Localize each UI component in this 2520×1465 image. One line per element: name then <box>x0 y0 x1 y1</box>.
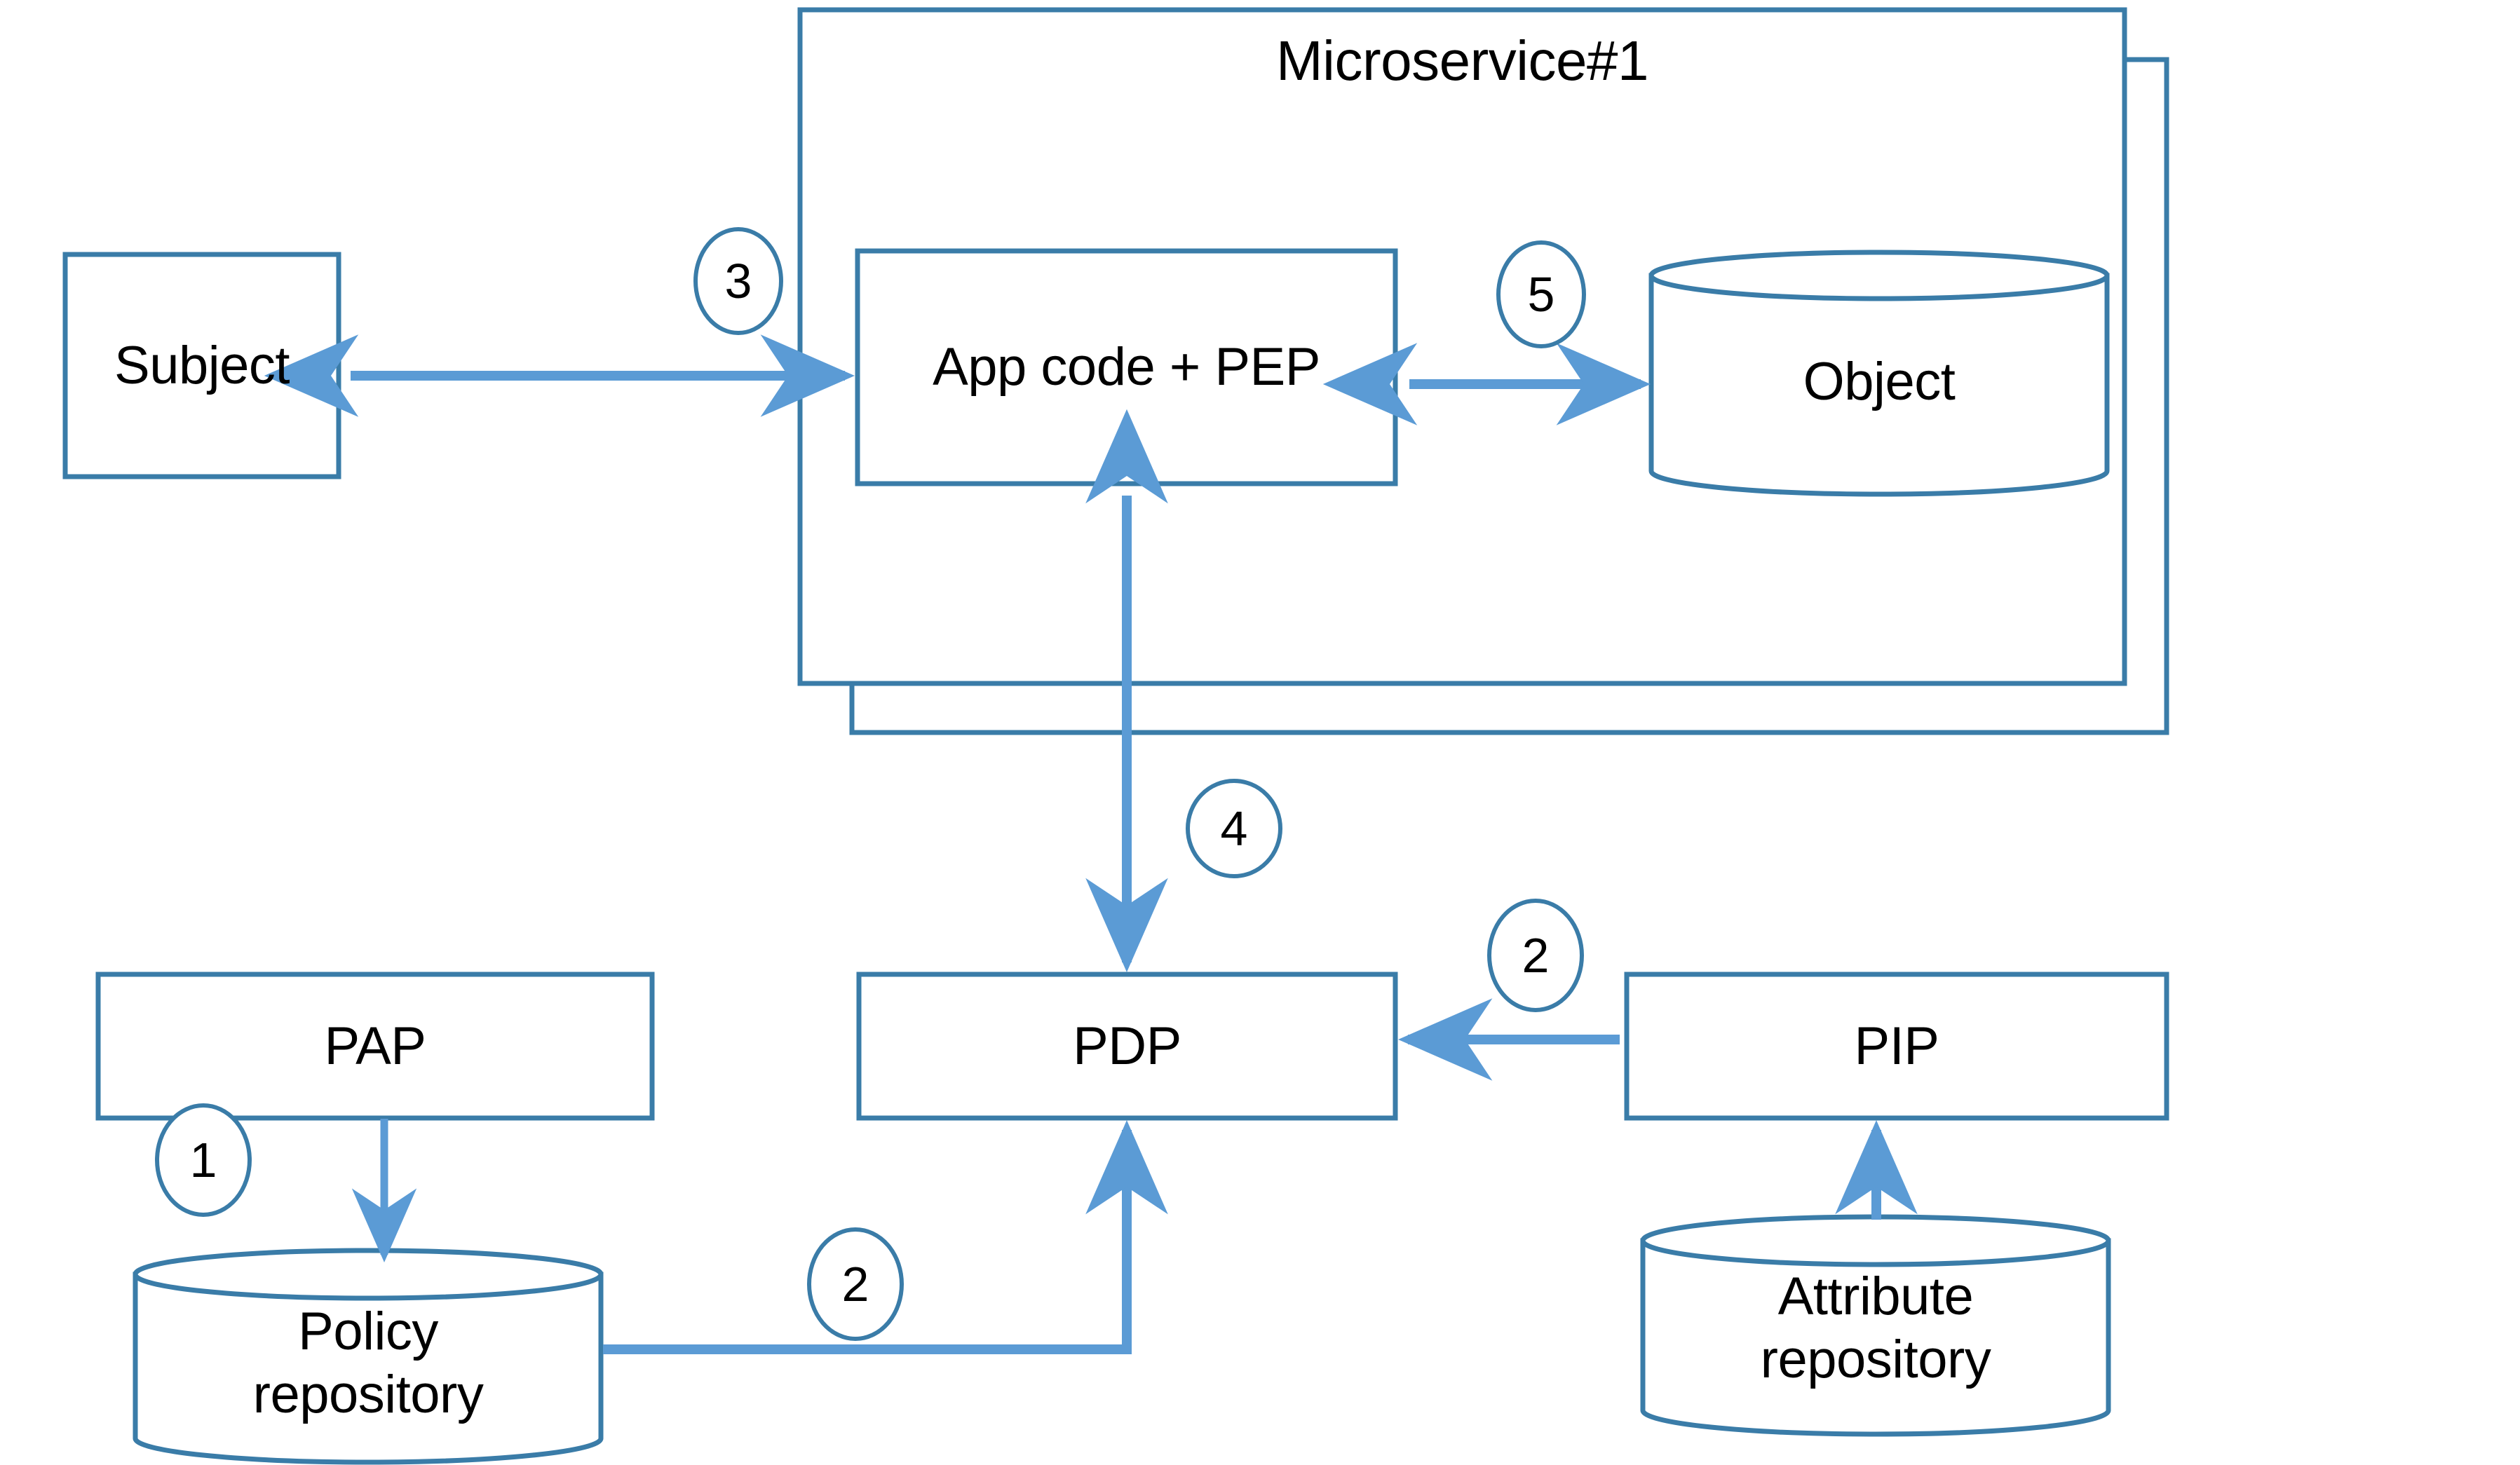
subject-box[interactable] <box>62 252 341 479</box>
attribute-repository-cylinder[interactable] <box>1640 1214 2111 1437</box>
app-code-pep-box[interactable] <box>855 248 1398 486</box>
pip-box[interactable] <box>1624 972 2169 1121</box>
policy-repository-cylinder[interactable] <box>133 1248 604 1465</box>
connector-policy-repository-pdp[interactable] <box>603 1119 1168 1354</box>
step-badge-3-outline <box>693 227 783 335</box>
object-cylinder[interactable] <box>1648 250 2110 497</box>
step-badge-1-outline <box>155 1103 252 1217</box>
pdp-box[interactable] <box>856 972 1398 1121</box>
step-badge-2-pip-outline <box>1487 899 1584 1012</box>
step-badge-4-outline <box>1186 779 1282 878</box>
step-badge-2-policy-outline <box>807 1227 904 1341</box>
step-badge-5-outline <box>1496 240 1586 348</box>
pap-box[interactable] <box>95 972 655 1121</box>
